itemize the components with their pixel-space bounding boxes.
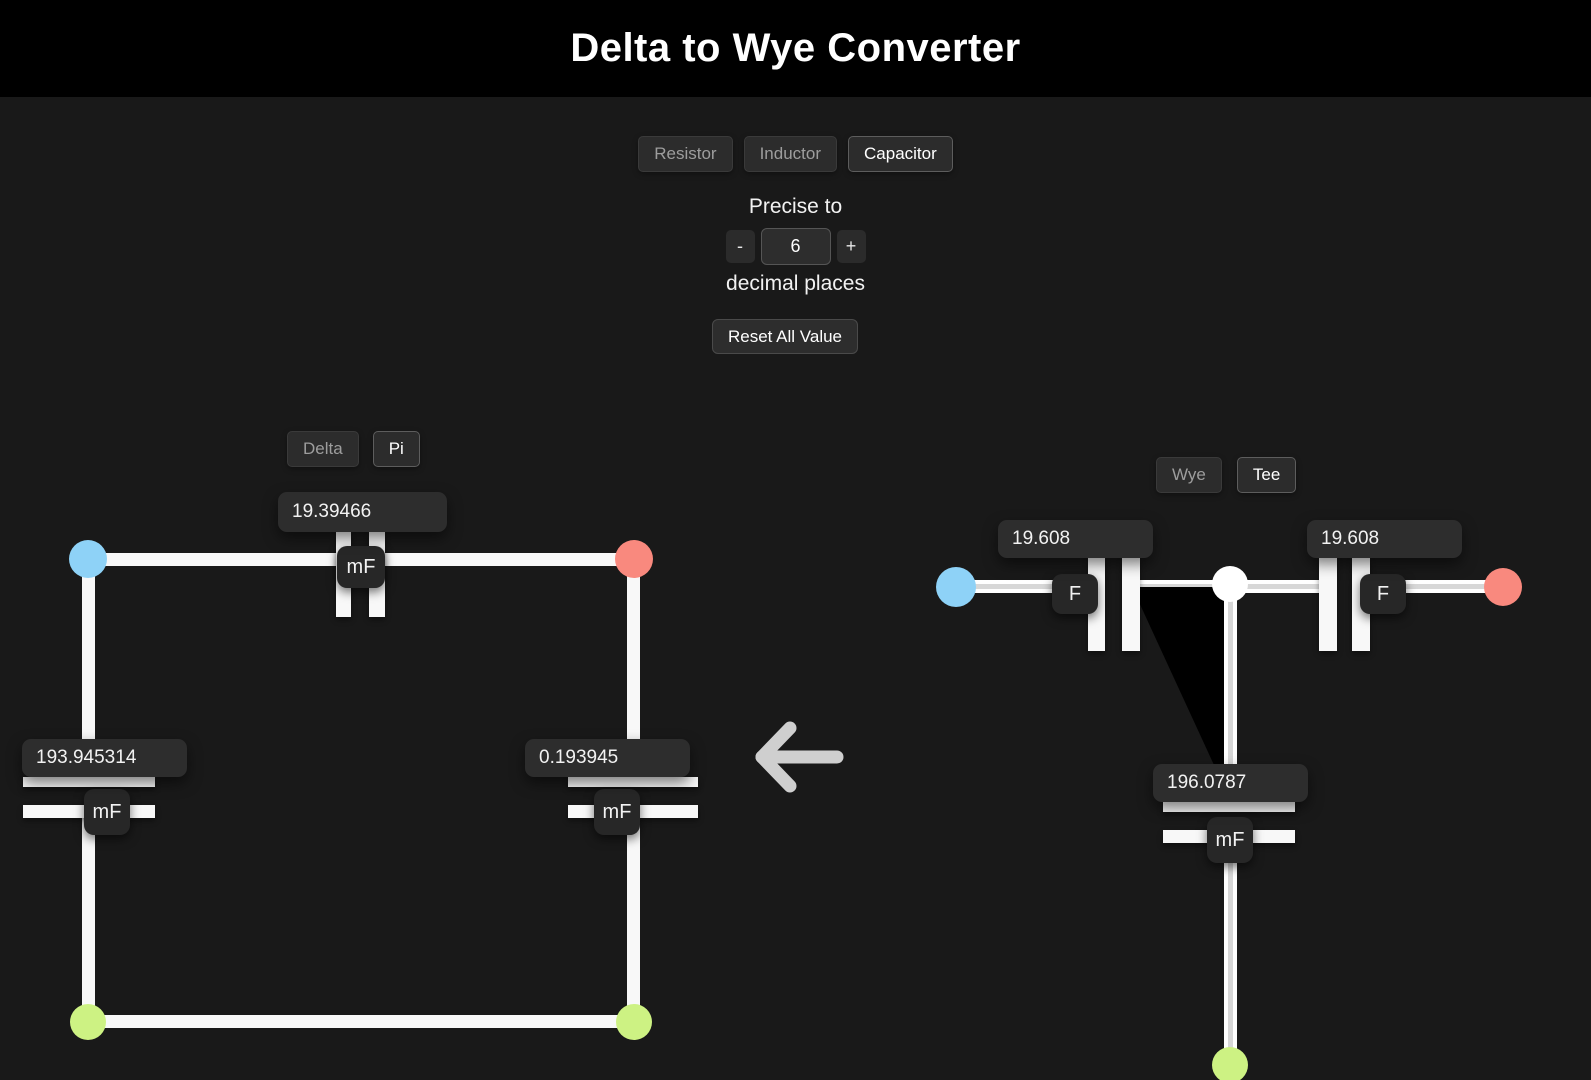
capacitor-plate [568, 777, 698, 787]
tab-capacitor[interactable]: Capacitor [848, 136, 953, 172]
left-circuit-node-c1 [70, 1004, 106, 1040]
precision-stepper: - + [0, 228, 1591, 265]
reset-all-button[interactable]: Reset All Value [712, 319, 858, 354]
left-circuit-node-b [615, 540, 653, 578]
capacitor-plate [1319, 558, 1337, 651]
right-circuit-center-node [1212, 566, 1248, 602]
right-circuit-node-b [1484, 568, 1522, 606]
unit-selector-top[interactable]: mF [337, 546, 385, 588]
tab-resistor[interactable]: Resistor [638, 136, 733, 172]
black-wedge-shape [1132, 587, 1224, 765]
left-arrow-icon [755, 721, 844, 793]
left-circuit-node-a [69, 540, 107, 578]
capacitor-plate [23, 777, 155, 787]
delta-pi-toggle: Delta Pi [287, 431, 420, 467]
tab-inductor[interactable]: Inductor [743, 136, 838, 172]
capacitor-value-input-right[interactable] [525, 739, 690, 777]
right-circuit-center-wire-upper [1224, 588, 1237, 766]
right-circuit-node-c [1212, 1047, 1248, 1080]
left-circuit-right-wire-upper [627, 558, 640, 779]
precision-increment-button[interactable]: + [836, 230, 866, 263]
capacitor-value-input-top[interactable] [278, 492, 447, 532]
left-circuit-left-wire-lower [82, 818, 95, 1022]
tab-delta[interactable]: Delta [287, 431, 359, 467]
left-circuit-left-wire-upper [82, 558, 95, 779]
precision-label-top: Precise to [748, 195, 843, 218]
capacitor-value-input-wye-right[interactable] [1307, 520, 1462, 558]
left-circuit-right-wire-lower [627, 818, 640, 1022]
unit-selector-left[interactable]: mF [84, 789, 130, 835]
precision-value-input[interactable] [760, 228, 831, 265]
capacitor-value-input-wye-bottom[interactable] [1153, 764, 1308, 802]
precision-decrement-button[interactable]: - [725, 230, 755, 263]
precision-label-bottom: decimal places [726, 272, 865, 295]
tab-wye[interactable]: Wye [1156, 457, 1222, 493]
left-circuit-node-c2 [616, 1004, 652, 1040]
tab-tee[interactable]: Tee [1236, 457, 1297, 493]
unit-selector-right[interactable]: mF [594, 789, 640, 835]
right-circuit-node-a [936, 567, 976, 607]
unit-selector-wye-bottom[interactable]: mF [1207, 817, 1253, 863]
capacitor-value-input-wye-left[interactable] [998, 520, 1153, 558]
header-bar: Delta to Wye Converter [0, 0, 1591, 97]
unit-selector-wye-left[interactable]: F [1052, 574, 1098, 614]
tab-pi[interactable]: Pi [372, 431, 420, 467]
capacitor-plate [1163, 802, 1295, 812]
left-circuit-bottom-wire [88, 1015, 634, 1028]
capacitor-plate [1122, 558, 1140, 651]
right-circuit-center-wire-lower [1224, 843, 1237, 1065]
right-circuit-wire-c [1230, 580, 1319, 593]
wye-tee-toggle: Wye Tee [1156, 457, 1297, 493]
page-title: Delta to Wye Converter [570, 26, 1021, 70]
component-type-tabs: Resistor Inductor Capacitor [0, 136, 1591, 172]
capacitor-value-input-left[interactable] [22, 739, 187, 777]
unit-selector-wye-right[interactable]: F [1360, 574, 1406, 614]
